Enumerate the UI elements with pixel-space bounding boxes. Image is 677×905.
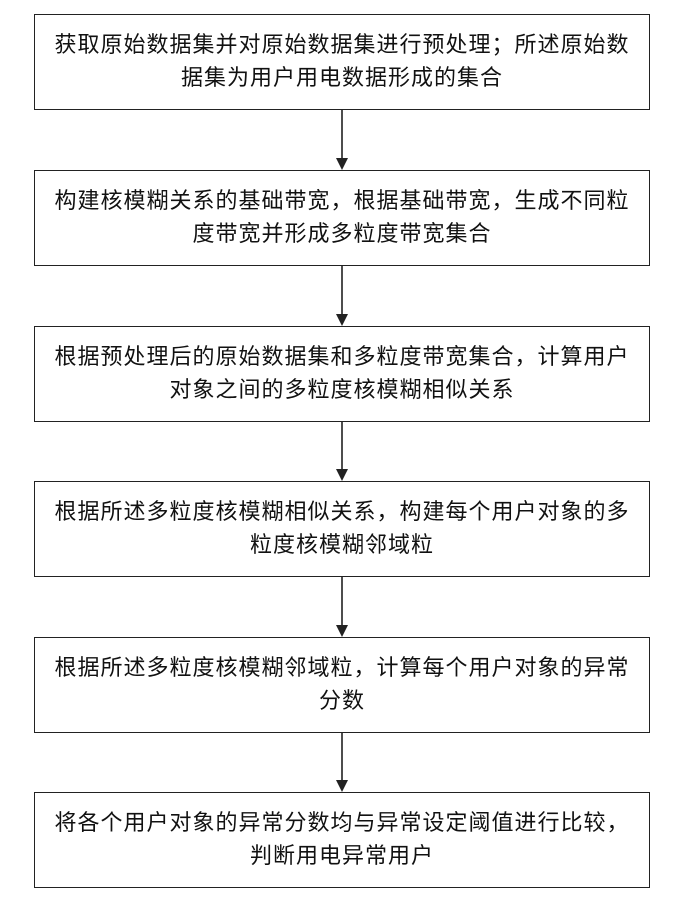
flow-step-5: 根据所述多粒度核模糊邻域粒，计算每个用户对象的异常分数 — [34, 637, 650, 733]
flow-step-4: 根据所述多粒度核模糊相似关系，构建每个用户对象的多粒度核模糊邻域粒 — [34, 481, 650, 577]
flow-step-3: 根据预处理后的原始数据集和多粒度带宽集合，计算用户对象之间的多粒度核模糊相似关系 — [34, 326, 650, 422]
flow-step-5-text: 根据所述多粒度核模糊邻域粒，计算每个用户对象的异常分数 — [47, 652, 637, 718]
flow-step-6: 将各个用户对象的异常分数均与异常设定阈值进行比较，判断用电异常用户 — [34, 792, 650, 888]
flow-step-3-text: 根据预处理后的原始数据集和多粒度带宽集合，计算用户对象之间的多粒度核模糊相似关系 — [47, 341, 637, 407]
arrow-5-to-6 — [336, 733, 348, 792]
flow-step-1: 获取原始数据集并对原始数据集进行预处理；所述原始数据集为用户用电数据形成的集合 — [34, 14, 650, 110]
flow-step-4-text: 根据所述多粒度核模糊相似关系，构建每个用户对象的多粒度核模糊邻域粒 — [47, 496, 637, 562]
flow-step-1-text: 获取原始数据集并对原始数据集进行预处理；所述原始数据集为用户用电数据形成的集合 — [47, 29, 637, 95]
flow-step-6-text: 将各个用户对象的异常分数均与异常设定阈值进行比较，判断用电异常用户 — [47, 807, 637, 873]
flow-step-2: 构建核模糊关系的基础带宽，根据基础带宽，生成不同粒度带宽并形成多粒度带宽集合 — [34, 170, 650, 266]
arrow-2-to-3 — [336, 266, 348, 326]
arrow-4-to-5 — [336, 577, 348, 637]
flow-step-2-text: 构建核模糊关系的基础带宽，根据基础带宽，生成不同粒度带宽并形成多粒度带宽集合 — [47, 185, 637, 251]
arrow-1-to-2 — [336, 110, 348, 170]
arrow-3-to-4 — [336, 422, 348, 481]
